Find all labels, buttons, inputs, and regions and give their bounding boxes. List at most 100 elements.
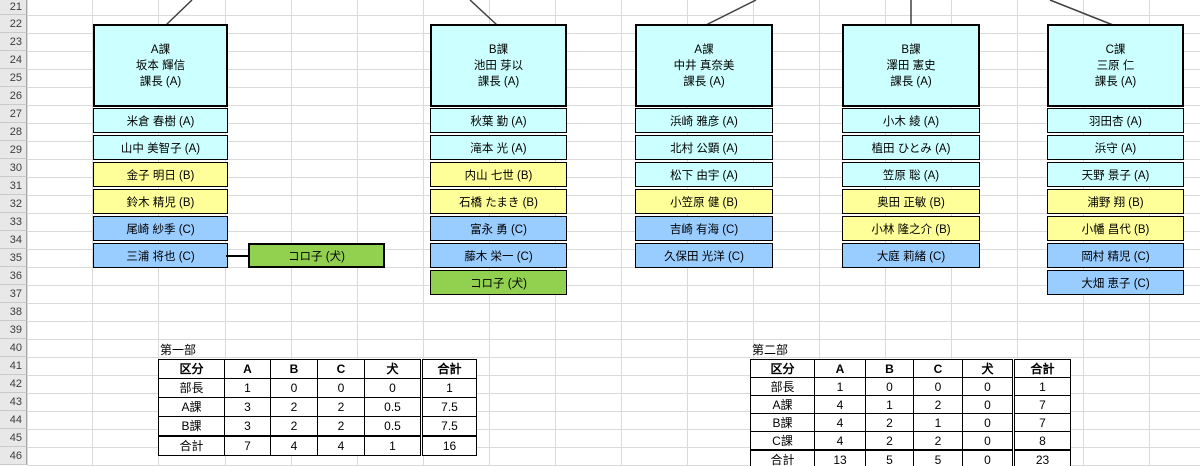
table-header-cell[interactable]: 犬: [962, 359, 1014, 378]
member-box[interactable]: 滝本 光 (A): [430, 135, 567, 160]
member-box[interactable]: 尾崎 紗季 (C): [93, 216, 228, 241]
row-header-33[interactable]: 33: [0, 213, 27, 231]
row-header-46[interactable]: 46: [0, 447, 27, 465]
row-header-25[interactable]: 25: [0, 69, 27, 87]
table-cell[interactable]: C課: [750, 431, 815, 451]
table-cell[interactable]: 5: [913, 449, 963, 466]
table-cell[interactable]: B課: [750, 413, 815, 432]
row-header-37[interactable]: 37: [0, 285, 27, 303]
table-header-cell[interactable]: 合計: [420, 359, 477, 379]
member-box[interactable]: 小幡 昌代 (B): [1047, 216, 1184, 241]
table-cell[interactable]: 3: [224, 397, 271, 417]
table-header-cell[interactable]: 区分: [158, 359, 225, 379]
table-cell[interactable]: 2: [270, 397, 318, 417]
member-box[interactable]: 浦野 翔 (B): [1047, 189, 1184, 214]
table-cell[interactable]: 0.5: [364, 397, 422, 417]
row-header-40[interactable]: 40: [0, 339, 27, 357]
member-box[interactable]: 久保田 光洋 (C): [635, 243, 773, 268]
table-header-cell[interactable]: A: [224, 359, 271, 379]
table-cell[interactable]: 4: [814, 395, 866, 414]
table-cell[interactable]: 合計: [750, 449, 815, 466]
row-header-38[interactable]: 38: [0, 303, 27, 321]
table-cell[interactable]: 5: [865, 449, 914, 466]
row-header-44[interactable]: 44: [0, 411, 27, 429]
row-header-45[interactable]: 45: [0, 429, 27, 447]
table-cell[interactable]: 2: [317, 416, 365, 437]
member-box[interactable]: 北村 公顕 (A): [635, 135, 773, 160]
member-box[interactable]: 吉崎 有海 (C): [635, 216, 773, 241]
table-cell[interactable]: 部長: [158, 378, 225, 398]
table-cell[interactable]: 0: [962, 431, 1014, 451]
member-box[interactable]: 小林 隆之介 (B): [842, 216, 980, 241]
table-header-cell[interactable]: 合計: [1012, 359, 1071, 378]
row-header-29[interactable]: 29: [0, 141, 27, 159]
member-box[interactable]: 大畑 恵子 (C): [1047, 270, 1184, 295]
member-box[interactable]: 内山 七世 (B): [430, 162, 567, 187]
table-cell[interactable]: 1: [1012, 377, 1071, 396]
member-box[interactable]: 藤木 栄一 (C): [430, 243, 567, 268]
table-cell[interactable]: 0: [865, 377, 914, 396]
member-box[interactable]: 小木 綾 (A): [842, 108, 980, 133]
row-header-27[interactable]: 27: [0, 105, 27, 123]
row-header-43[interactable]: 43: [0, 393, 27, 411]
member-box[interactable]: 浜守 (A): [1047, 135, 1184, 160]
row-header-42[interactable]: 42: [0, 375, 27, 393]
row-header-39[interactable]: 39: [0, 321, 27, 339]
member-box[interactable]: 秋葉 勤 (A): [430, 108, 567, 133]
member-box[interactable]: 笠原 聡 (A): [842, 162, 980, 187]
table-cell[interactable]: A課: [750, 395, 815, 414]
row-header-26[interactable]: 26: [0, 87, 27, 105]
table-cell[interactable]: 合計: [158, 435, 225, 456]
member-box[interactable]: 米倉 春樹 (A): [93, 108, 228, 133]
table-cell[interactable]: 0: [962, 449, 1014, 466]
member-box[interactable]: 富永 勇 (C): [430, 216, 567, 241]
table-cell[interactable]: 1: [814, 377, 866, 396]
table-header-cell[interactable]: C: [913, 359, 963, 378]
table-cell[interactable]: 部長: [750, 377, 815, 396]
table-cell[interactable]: 7: [1012, 413, 1071, 432]
table-cell[interactable]: 4: [814, 413, 866, 432]
table-cell[interactable]: 2: [865, 431, 914, 451]
table-cell[interactable]: 0: [317, 378, 365, 398]
row-header-28[interactable]: 28: [0, 123, 27, 141]
member-box[interactable]: 金子 明日 (B): [93, 162, 228, 187]
table-cell[interactable]: 1: [865, 395, 914, 414]
row-header-34[interactable]: 34: [0, 231, 27, 249]
table-header-cell[interactable]: 犬: [364, 359, 422, 379]
table-cell[interactable]: 2: [865, 413, 914, 432]
row-header-32[interactable]: 32: [0, 195, 27, 213]
table-cell[interactable]: 16: [420, 435, 477, 456]
dog-box[interactable]: コロ子 (犬): [430, 270, 567, 295]
table-cell[interactable]: 1: [364, 435, 422, 456]
table-cell[interactable]: 0: [913, 377, 963, 396]
table-cell[interactable]: 1: [913, 413, 963, 432]
member-box[interactable]: 山中 美智子 (A): [93, 135, 228, 160]
table-cell[interactable]: 0: [962, 395, 1014, 414]
org-header-box[interactable]: B課澤田 憲史課長 (A): [842, 24, 980, 107]
table-cell[interactable]: 2: [913, 431, 963, 451]
row-header-30[interactable]: 30: [0, 159, 27, 177]
table-cell[interactable]: 7: [224, 435, 271, 456]
member-box[interactable]: 奥田 正敏 (B): [842, 189, 980, 214]
table-header-cell[interactable]: A: [814, 359, 866, 378]
member-box[interactable]: 鈴木 精児 (B): [93, 189, 228, 214]
table-cell[interactable]: A課: [158, 397, 225, 417]
table-cell[interactable]: 0: [962, 377, 1014, 396]
row-header-22[interactable]: 22: [0, 15, 27, 33]
member-box[interactable]: 浜崎 雅彦 (A): [635, 108, 773, 133]
member-box[interactable]: 小笠原 健 (B): [635, 189, 773, 214]
table-header-cell[interactable]: B: [270, 359, 318, 379]
member-box[interactable]: 羽田杏 (A): [1047, 108, 1184, 133]
table-cell[interactable]: 4: [270, 435, 318, 456]
row-header-41[interactable]: 41: [0, 357, 27, 375]
row-header-35[interactable]: 35: [0, 249, 27, 267]
table-cell[interactable]: 0: [962, 413, 1014, 432]
dog-box[interactable]: コロ子 (犬): [248, 243, 385, 268]
member-box[interactable]: 天野 景子 (A): [1047, 162, 1184, 187]
table-cell[interactable]: B課: [158, 416, 225, 437]
org-header-box[interactable]: A課坂本 輝信課長 (A): [93, 24, 228, 107]
member-box[interactable]: 石橋 たまき (B): [430, 189, 567, 214]
member-box[interactable]: 松下 由宇 (A): [635, 162, 773, 187]
member-box[interactable]: 植田 ひとみ (A): [842, 135, 980, 160]
table-cell[interactable]: 7.5: [420, 397, 477, 417]
